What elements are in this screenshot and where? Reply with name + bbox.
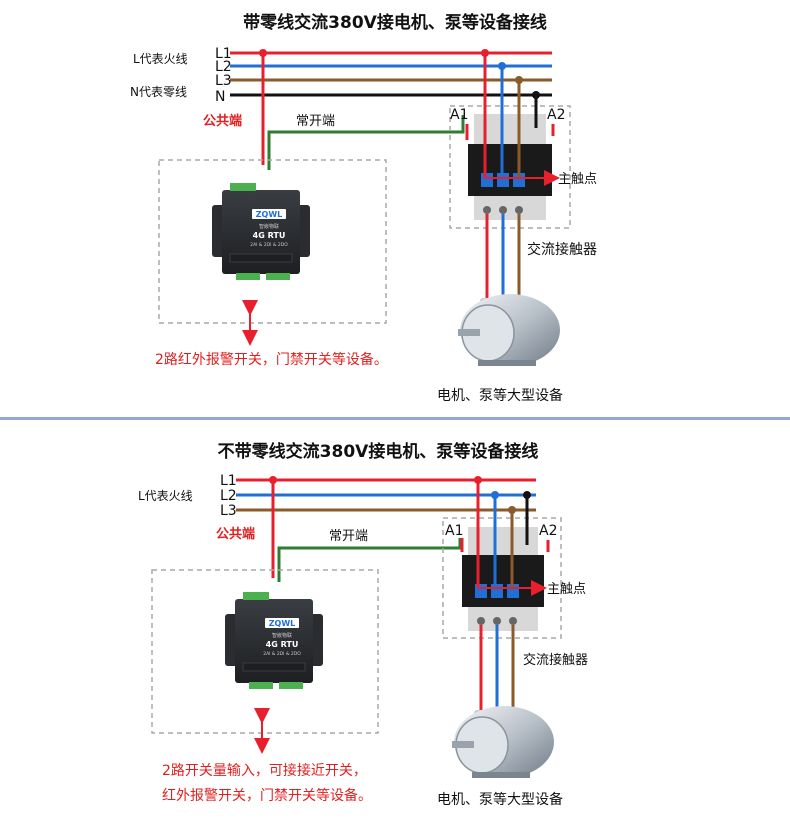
top-rtu-terminal-top xyxy=(230,183,256,191)
top-contactor-contact-1 xyxy=(481,173,493,187)
bottom-rtu-terminal-top xyxy=(243,592,269,600)
bottom-rtu-logo-plate xyxy=(265,618,299,628)
top-motor-shaft xyxy=(458,329,480,336)
top-n-desc: N代表零线 xyxy=(130,85,187,99)
bottom-diagram: 不带零线交流380V接电机、泵等设备接线 L1 L2 L3 L代表火线 公共端 … xyxy=(138,441,588,808)
bottom-label-l3: L3 xyxy=(220,503,237,519)
bottom-note-line1: 2路开关量输入，可接接近开关， xyxy=(162,762,367,779)
top-a1-label: A1 xyxy=(450,107,468,123)
top-rtu-label-strip xyxy=(229,253,293,263)
bottom-contactor-screw-3 xyxy=(509,617,517,625)
bottom-a2-label: A2 xyxy=(539,523,557,539)
bottom-rtu-terminal-bottom-a xyxy=(249,682,273,689)
section-divider xyxy=(0,417,790,420)
bottom-rtu-device: ZQWL 智嵌物联 4G RTU 2AI & 2DI & 2DO xyxy=(225,592,323,689)
bottom-l-desc: L代表火线 xyxy=(138,489,193,503)
bottom-motor-label: 电机、泵等大型设备 xyxy=(437,791,563,808)
bottom-contactor xyxy=(462,527,544,631)
top-rtu-terminal-bottom-b xyxy=(266,273,290,280)
top-diagram: 带零线交流380V接电机、泵等设备接线 L1 L2 L3 N L代表火线 N代表… xyxy=(130,12,597,404)
bottom-label-l2: L2 xyxy=(220,488,237,504)
bottom-label-l1: L1 xyxy=(220,473,237,489)
bottom-motor-feet xyxy=(472,772,530,778)
top-contactor-contact-2 xyxy=(497,173,509,187)
top-rtu-logo-plate xyxy=(252,209,286,219)
top-label-l1: L1 xyxy=(215,46,232,62)
bottom-contactor-middle xyxy=(462,555,544,607)
top-rtu-box xyxy=(158,159,387,324)
top-rtu-device: ZQWL 智嵌物联 4G RTU 2AI & 2DI & 2DO xyxy=(212,183,310,280)
bottom-rtu-logo: ZQWL xyxy=(269,619,296,628)
bottom-contactor-screw-2 xyxy=(493,617,501,625)
bottom-contactor-box xyxy=(442,517,562,639)
bottom-a1-label: A1 xyxy=(445,523,463,539)
bottom-motor-shaft xyxy=(452,741,474,748)
bottom-title: 不带零线交流380V接电机、泵等设备接线 xyxy=(218,441,539,462)
top-main-contact-label: 主触点 xyxy=(558,172,597,187)
top-common-label: 公共端 xyxy=(203,113,242,129)
bottom-contactor-label: 交流接触器 xyxy=(523,652,588,668)
top-contactor-label: 交流接触器 xyxy=(527,241,597,258)
bottom-contactor-screw-1 xyxy=(477,617,485,625)
top-rtu-terminal-bottom-a xyxy=(236,273,260,280)
top-a2-label: A2 xyxy=(547,107,565,123)
top-title: 带零线交流380V接电机、泵等设备接线 xyxy=(243,12,547,33)
top-l-desc: L代表火线 xyxy=(133,52,188,66)
top-contactor-screw-3 xyxy=(515,206,523,214)
top-no-label: 常开端 xyxy=(296,114,335,129)
top-note: 2路红外报警开关，门禁开关等设备。 xyxy=(155,351,388,368)
top-label-n: N xyxy=(215,89,225,105)
bottom-rtu-model: 4G RTU xyxy=(266,640,299,649)
bottom-no-wire xyxy=(277,538,462,582)
bottom-rtu-spec: 2AI & 2DI & 2DO xyxy=(263,651,301,657)
bottom-motor xyxy=(452,706,554,778)
bottom-common-label: 公共端 xyxy=(216,526,255,542)
top-rtu-model: 4G RTU xyxy=(253,231,286,240)
top-rtu-sub: 智嵌物联 xyxy=(259,223,279,230)
top-contactor-middle xyxy=(468,144,552,196)
top-contactor-screw-2 xyxy=(499,206,507,214)
bottom-rtu-terminal-bottom-b xyxy=(279,682,303,689)
bottom-rtu-label-strip xyxy=(242,662,306,672)
bottom-contactor-contact-2 xyxy=(491,584,503,598)
top-motor-label: 电机、泵等大型设备 xyxy=(437,387,563,404)
top-motor-feet xyxy=(478,360,536,366)
top-contactor-box xyxy=(449,105,571,229)
top-label-l3: L3 xyxy=(215,73,232,89)
top-rtu-logo: ZQWL xyxy=(256,210,283,219)
top-rtu-spec: 2AI & 2DI & 2DO xyxy=(250,242,288,248)
bottom-main-contact-label: 主触点 xyxy=(547,582,586,597)
bottom-note-line2: 红外报警开关，门禁开关等设备。 xyxy=(162,787,372,804)
top-no-wire xyxy=(267,115,465,170)
top-motor xyxy=(458,294,560,366)
top-contactor xyxy=(468,114,552,220)
bottom-rtu-box xyxy=(151,569,379,734)
top-contactor-contact-3 xyxy=(513,173,525,187)
top-contactor-screw-1 xyxy=(483,206,491,214)
top-label-l2: L2 xyxy=(215,59,232,75)
bottom-rtu-sub: 智嵌物联 xyxy=(272,632,292,639)
bottom-no-label: 常开端 xyxy=(329,529,368,544)
